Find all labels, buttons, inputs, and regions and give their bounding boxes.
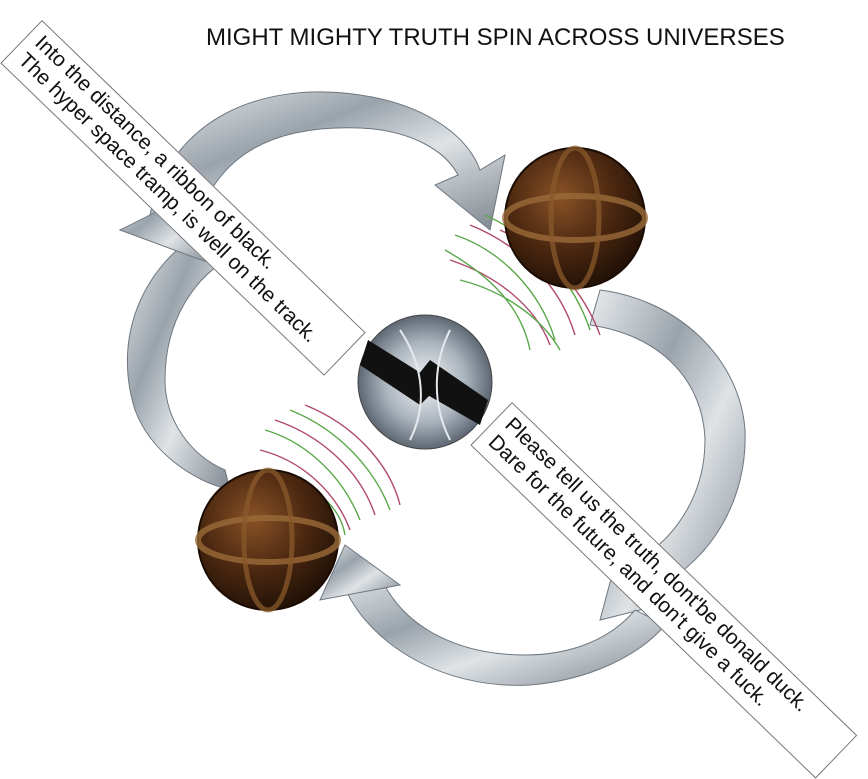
sphere-bottom-left: [198, 470, 338, 610]
page-title: MIGHT MIGHTY TRUTH SPIN ACROSS UNIVERSES: [206, 24, 826, 52]
sphere-top-right: [505, 148, 645, 288]
central-portal: [358, 315, 492, 449]
